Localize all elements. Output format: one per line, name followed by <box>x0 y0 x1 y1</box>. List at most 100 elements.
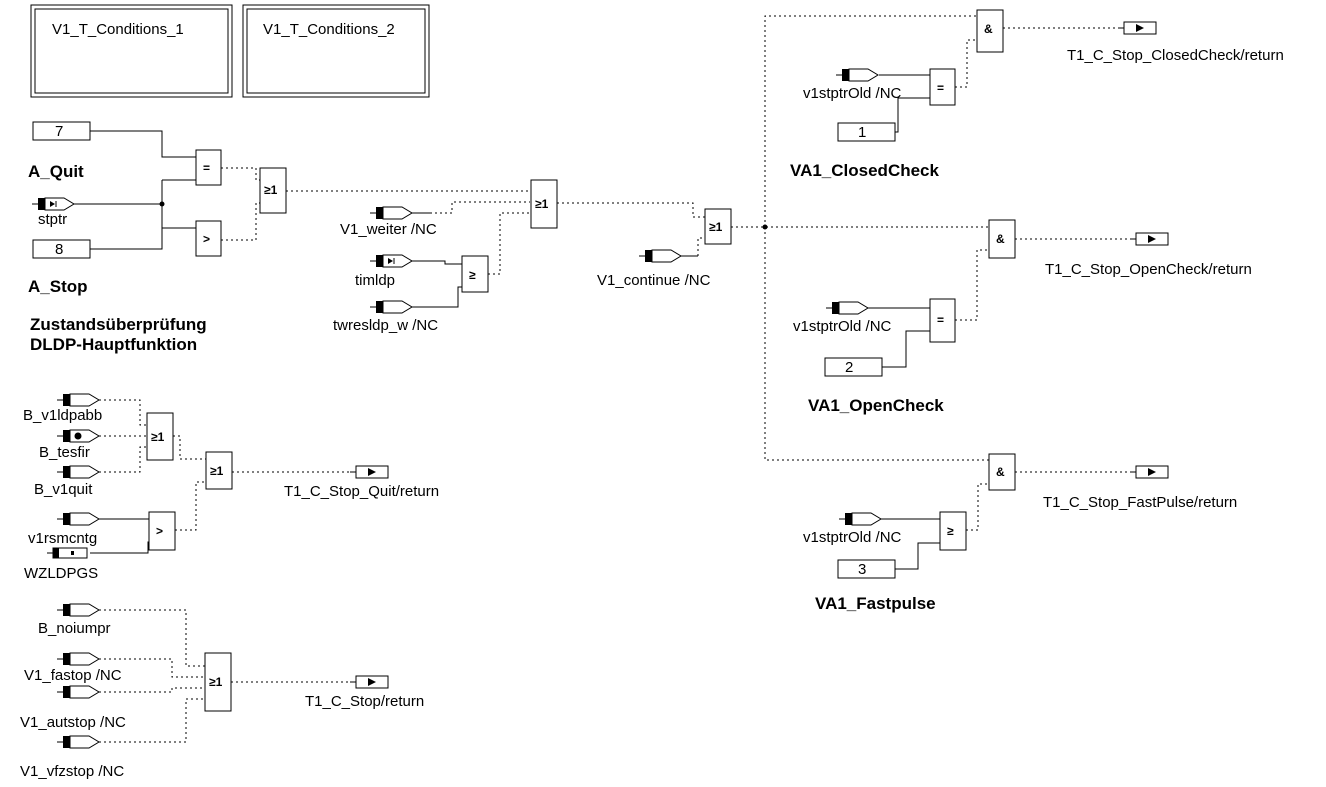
operator-eq-aquit[interactable]: = <box>195 149 222 186</box>
svg-text:≥1: ≥1 <box>210 464 224 478</box>
constant-1[interactable]: 1 <box>837 122 896 142</box>
output-port-fastpulse[interactable]: T1_C_Stop_FastPulse/return <box>1043 465 1237 511</box>
input-port-btesfir[interactable]: B_tesfir <box>39 429 100 461</box>
svg-text:2: 2 <box>845 359 853 376</box>
input-label: V1_weiter /NC <box>340 221 437 238</box>
subsystem-v1-t-conditions-2[interactable]: V1_T_Conditions_2 <box>242 4 430 98</box>
label-a-quit: A_Quit <box>28 162 84 181</box>
svg-text:≥1: ≥1 <box>264 183 278 197</box>
input-label: B_v1quit <box>34 481 93 498</box>
output-label: T1_C_Stop_Quit/return <box>284 483 439 500</box>
input-label: timldp <box>355 272 395 289</box>
label-va1-opencheck: VA1_OpenCheck <box>808 396 944 415</box>
svg-text:1: 1 <box>858 124 866 141</box>
input-label: v1stptrOld /NC <box>803 85 902 102</box>
label-va1-fastpulse: VA1_Fastpulse <box>815 594 936 613</box>
operator-or-continue[interactable]: ≥1 <box>704 208 732 245</box>
output-port-closedcheck[interactable]: T1_C_Stop_ClosedCheck/return <box>1067 21 1284 64</box>
svg-text:=: = <box>203 161 210 175</box>
output-label: T1_C_Stop_OpenCheck/return <box>1045 261 1252 278</box>
operator-gt-astop[interactable]: > <box>195 220 222 257</box>
output-port-quit[interactable]: T1_C_Stop_Quit/return <box>284 465 439 500</box>
junction-dot <box>159 201 165 207</box>
constant-8[interactable]: 8 <box>32 239 91 259</box>
svg-text:≥: ≥ <box>947 524 954 538</box>
subsystem-label: V1_T_Conditions_1 <box>52 21 184 38</box>
input-label: V1_continue /NC <box>597 272 711 289</box>
operator-and-fast[interactable]: & <box>988 453 1016 491</box>
svg-text:=: = <box>937 81 944 95</box>
operator-eq-open[interactable]: = <box>929 298 956 343</box>
output-port-opencheck[interactable]: T1_C_Stop_OpenCheck/return <box>1045 232 1252 278</box>
output-port-stop[interactable]: T1_C_Stop/return <box>305 675 424 710</box>
input-label: B_noiumpr <box>38 620 111 637</box>
input-label: V1_fastop /NC <box>24 667 122 684</box>
svg-text:>: > <box>203 232 210 246</box>
operator-gt-rsmcntg[interactable]: > <box>148 511 176 551</box>
svg-text:≥1: ≥1 <box>535 197 549 211</box>
svg-text:=: = <box>937 313 944 327</box>
subsystem-label: V1_T_Conditions_2 <box>263 21 395 38</box>
constant-3[interactable]: 3 <box>837 559 896 579</box>
input-label: WZLDPGS <box>24 565 98 582</box>
input-port-timldp[interactable]: timldp <box>355 254 413 289</box>
label-dldp: DLDP-Hauptfunktion <box>30 335 197 354</box>
operator-or-stop[interactable]: ≥1 <box>204 652 232 712</box>
label-a-stop: A_Stop <box>28 277 88 296</box>
input-port-bv1ldpabb[interactable]: B_v1ldpabb <box>23 393 102 424</box>
operator-and-closed[interactable]: & <box>976 9 1004 53</box>
operator-or-quit-2[interactable]: ≥1 <box>205 451 233 490</box>
output-label: T1_C_Stop_FastPulse/return <box>1043 494 1237 511</box>
input-port-old2[interactable]: v1stptrOld /NC <box>793 301 892 335</box>
constant-2[interactable]: 2 <box>824 357 883 377</box>
input-label: V1_autstop /NC <box>20 714 126 731</box>
subsystem-v1-t-conditions-1[interactable]: V1_T_Conditions_1 <box>30 4 233 98</box>
input-port-v1rsmcntg[interactable]: v1rsmcntg <box>28 512 100 547</box>
svg-text:≥1: ≥1 <box>151 430 165 444</box>
input-port-old1[interactable]: v1stptrOld /NC <box>803 68 902 102</box>
svg-text:3: 3 <box>858 561 866 578</box>
svg-text:&: & <box>996 232 1005 246</box>
input-port-bnoiumpr[interactable]: B_noiumpr <box>38 603 111 637</box>
svg-text:7: 7 <box>55 123 63 140</box>
operator-eq-closed[interactable]: = <box>929 68 956 106</box>
output-label: T1_C_Stop_ClosedCheck/return <box>1067 47 1284 64</box>
label-zustand: Zustandsüberprüfung <box>30 315 207 334</box>
svg-text:&: & <box>996 465 1005 479</box>
operator-ge-timldp[interactable]: ≥ <box>461 255 489 293</box>
operator-or-a[interactable]: ≥1 <box>259 167 287 214</box>
input-port-twresldp[interactable]: twresldp_w /NC <box>333 300 438 334</box>
input-port-bv1quit[interactable]: B_v1quit <box>34 465 100 498</box>
input-label: v1stptrOld /NC <box>803 529 902 546</box>
input-port-continue[interactable]: V1_continue /NC <box>597 249 711 289</box>
input-port-old3[interactable]: v1stptrOld /NC <box>803 512 902 546</box>
operator-ge-fast[interactable]: ≥ <box>939 511 967 551</box>
operator-and-open[interactable]: & <box>988 219 1016 259</box>
input-port-autstop[interactable]: V1_autstop /NC <box>20 685 126 731</box>
label-va1-closedcheck: VA1_ClosedCheck <box>790 161 940 180</box>
operator-or-quit-1[interactable]: ≥1 <box>146 412 174 461</box>
input-port-fastop[interactable]: V1_fastop /NC <box>24 652 122 684</box>
input-label: v1stptrOld /NC <box>793 318 892 335</box>
solid-wires <box>74 74 940 570</box>
svg-text:8: 8 <box>55 241 63 258</box>
svg-text:>: > <box>156 524 163 538</box>
svg-text:≥1: ≥1 <box>709 220 723 234</box>
constant-7[interactable]: 7 <box>32 121 91 141</box>
svg-text:&: & <box>984 22 993 36</box>
dashed-wires <box>99 15 1130 743</box>
input-port-stptr[interactable]: stptr <box>32 197 75 228</box>
input-label: twresldp_w /NC <box>333 317 438 334</box>
input-label: stptr <box>38 211 67 228</box>
svg-text:≥: ≥ <box>469 268 476 282</box>
input-port-wzldpgs[interactable]: WZLDPGS <box>24 547 98 582</box>
input-port-vfzstop[interactable]: V1_vfzstop /NC <box>20 735 124 780</box>
input-label: v1rsmcntg <box>28 530 97 547</box>
input-label: B_v1ldpabb <box>23 407 102 424</box>
operator-or-main[interactable]: ≥1 <box>530 179 558 229</box>
input-port-weiter[interactable]: V1_weiter /NC <box>340 206 437 238</box>
input-label: B_tesfir <box>39 444 90 461</box>
input-label: V1_vfzstop /NC <box>20 763 124 780</box>
